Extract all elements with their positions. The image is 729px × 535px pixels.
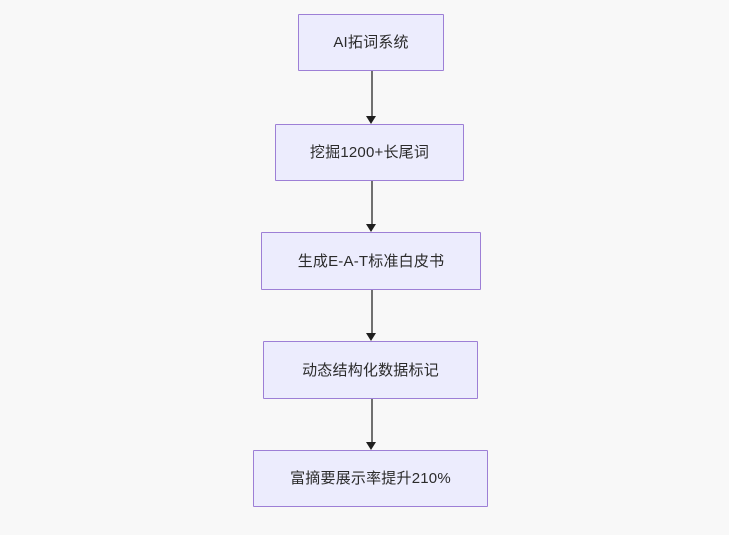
flow-edge-3-4 (371, 290, 373, 333)
flow-edge-4-5 (371, 399, 373, 442)
flow-node-longtail-mining[interactable]: 挖掘1200+长尾词 (275, 124, 464, 181)
flow-node-ai-keyword-system[interactable]: AI拓词系统 (298, 14, 444, 71)
flow-node-eat-whitepaper[interactable]: 生成E-A-T标准白皮书 (261, 232, 481, 290)
flow-node-label: 生成E-A-T标准白皮书 (297, 252, 445, 270)
flow-node-label: 富摘要展示率提升210% (290, 470, 451, 487)
arrowhead-icon-4-5 (366, 442, 376, 450)
flow-node-label: 动态结构化数据标记 (302, 361, 439, 379)
arrowhead-icon-1-2 (366, 116, 376, 124)
flow-node-rich-snippet-result[interactable]: 富摘要展示率提升210% (253, 450, 488, 507)
flow-node-structured-data-markup[interactable]: 动态结构化数据标记 (263, 341, 478, 399)
flow-edge-1-2 (371, 71, 373, 116)
arrowhead-icon-3-4 (366, 333, 376, 341)
flow-node-label: AI拓词系统 (333, 34, 409, 51)
flow-edge-2-3 (371, 181, 373, 224)
flow-node-label: 挖掘1200+长尾词 (309, 144, 430, 161)
arrowhead-icon-2-3 (366, 224, 376, 232)
